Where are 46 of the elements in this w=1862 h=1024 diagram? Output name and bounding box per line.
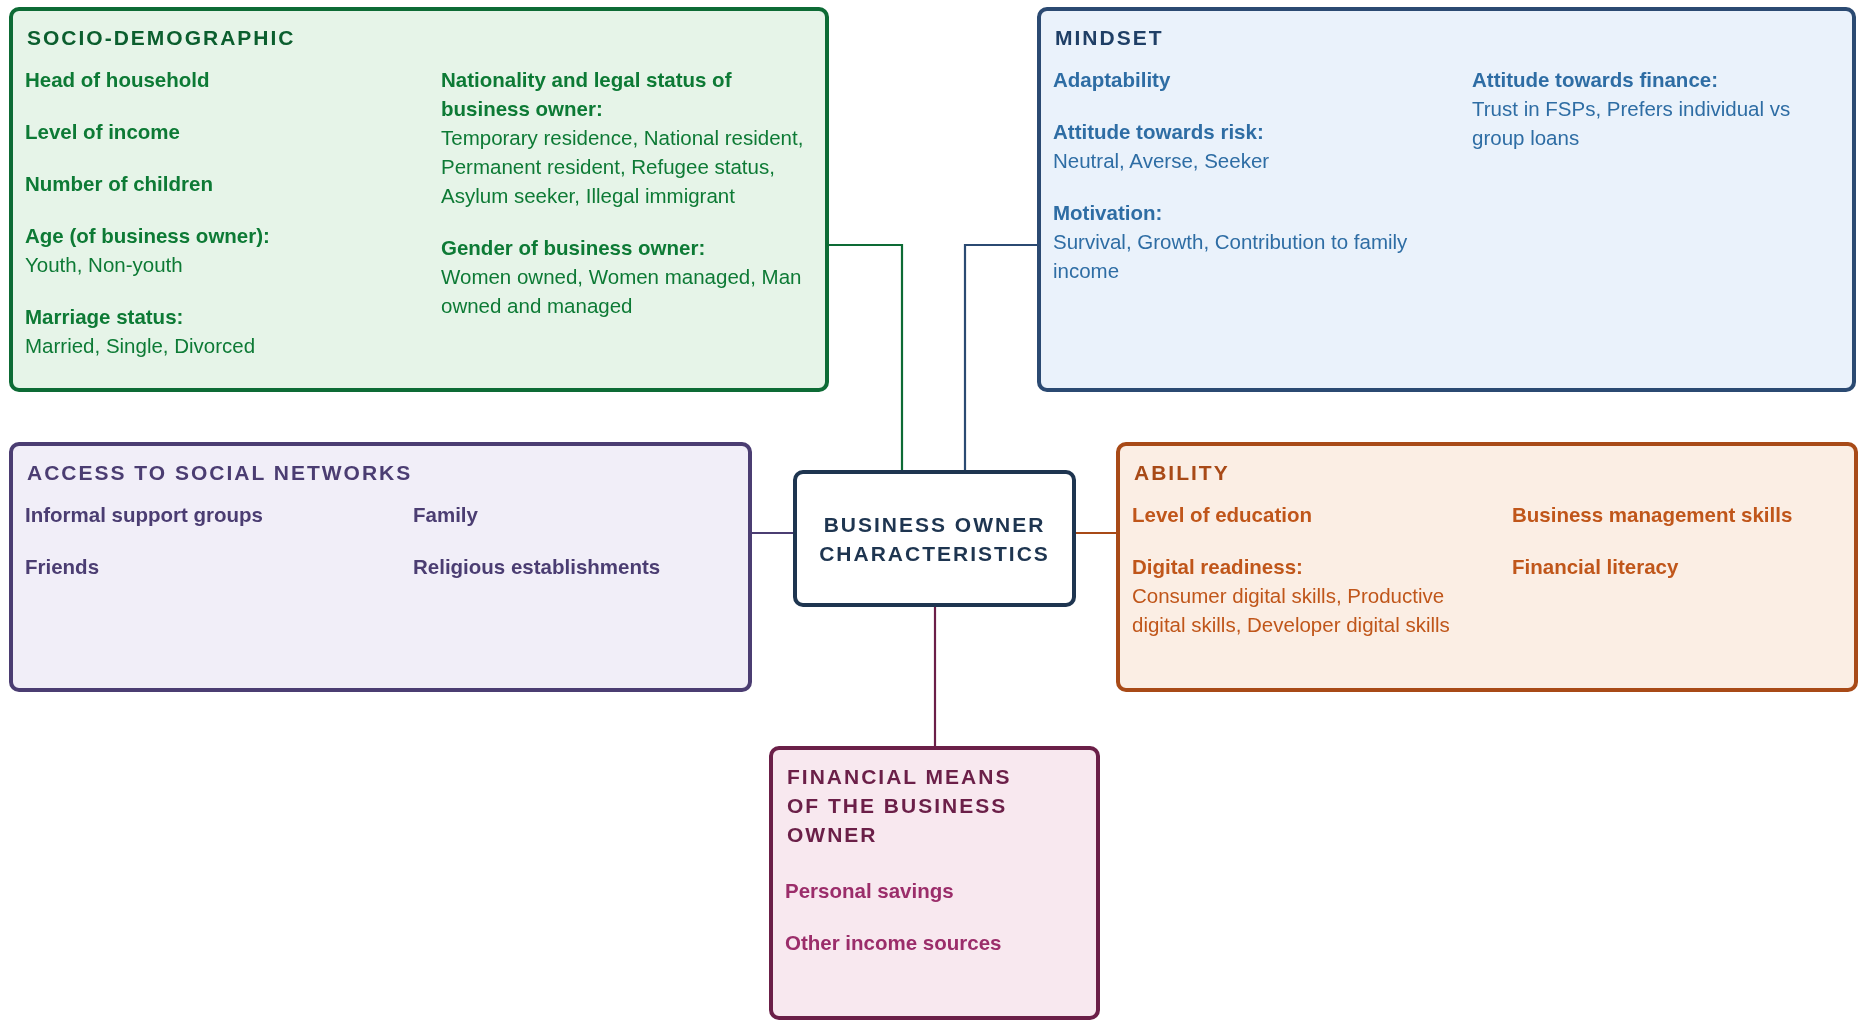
connector-line	[933, 607, 937, 746]
factor-values: Temporary residence, National resident, Permanent resident, Refugee status, Asylum seeker, Illegal immigrant	[441, 125, 805, 209]
factor-label: Digital readiness:	[1132, 554, 1304, 580]
factor-label: Head of household	[25, 67, 211, 93]
category-panel	[9, 442, 752, 692]
factor-values: Married, Single, Divorced	[25, 333, 257, 359]
factor-label: Number of children	[25, 171, 214, 197]
factor-label: Nationality and legal status of business owner:	[441, 67, 733, 122]
connector-line	[1076, 531, 1116, 535]
connector-line	[963, 243, 1037, 470]
factor-values: Consumer digital skills, Productive digital skills, Developer digital skills	[1132, 583, 1451, 638]
factor-label: Gender of business owner:	[441, 235, 707, 261]
connector-line	[829, 243, 904, 470]
category-heading: ACCESS TO SOCIAL NETWORKS	[27, 460, 414, 486]
factor-values: Women owned, Women managed, Man owned and managed	[441, 264, 803, 319]
factor-values: Survival, Growth, Contribution to family income	[1053, 229, 1409, 284]
factor-label: Marriage status:	[25, 304, 185, 330]
category-panel	[1116, 442, 1858, 692]
factor-label: Religious establishments	[413, 554, 662, 580]
category-heading: FINANCIAL MEANS OF THE BUSINESS OWNER	[787, 764, 1013, 848]
factor-label: Informal support groups	[25, 502, 265, 528]
factor-values: Trust in FSPs, Prefers individual vs group loans	[1472, 96, 1792, 151]
category-panel	[769, 746, 1100, 1020]
factor-label: Financial literacy	[1512, 554, 1680, 580]
factor-label: Attitude towards risk:	[1053, 119, 1265, 145]
factor-values: Neutral, Averse, Seeker	[1053, 148, 1271, 174]
central-box	[793, 470, 1076, 607]
factor-label: Personal savings	[785, 878, 955, 904]
central-label: BUSINESS OWNER CHARACTERISTICS	[818, 511, 1051, 567]
factor-label: Other income sources	[785, 930, 1003, 956]
factor-label: Attitude towards finance:	[1472, 67, 1719, 93]
factor-label: Age (of business owner):	[25, 223, 271, 249]
factor-label: Level of education	[1132, 502, 1313, 528]
factor-values: Youth, Non-youth	[25, 252, 184, 278]
factor-label: Adaptability	[1053, 67, 1172, 93]
factor-label: Level of income	[25, 119, 181, 145]
factor-label: Friends	[25, 554, 101, 580]
category-panel	[1037, 7, 1856, 392]
category-heading: MINDSET	[1055, 25, 1165, 51]
category-heading: SOCIO-DEMOGRAPHIC	[27, 25, 297, 51]
category-panel	[9, 7, 829, 392]
factor-label: Motivation:	[1053, 200, 1164, 226]
category-heading: ABILITY	[1134, 460, 1231, 486]
factor-label: Business management skills	[1512, 502, 1794, 528]
factor-label: Family	[413, 502, 479, 528]
connector-line	[752, 531, 793, 535]
